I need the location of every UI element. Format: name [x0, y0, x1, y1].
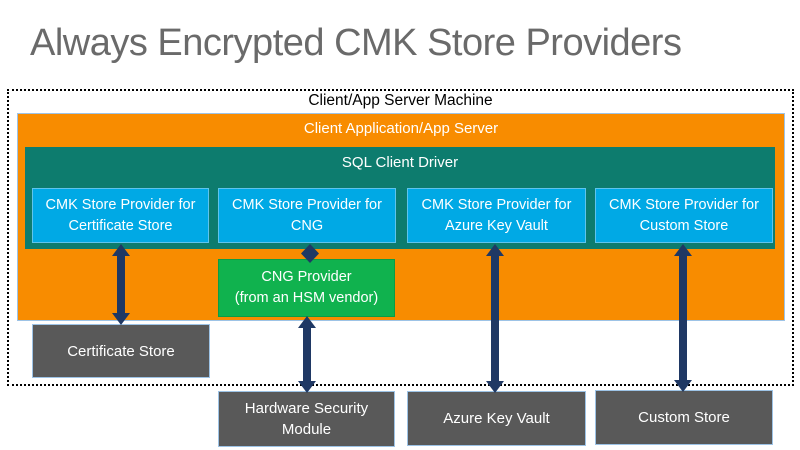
- client-app-server-label: Client Application/App Server: [303, 120, 499, 137]
- cmk-provider-custom-store-label: CMK Store Provider for Custom Store: [609, 196, 759, 234]
- page-title: Always Encrypted CMK Store Providers: [30, 22, 682, 64]
- sql-client-driver-box: SQL Client Driver CMK Store Provider for…: [25, 147, 775, 249]
- azure-key-vault-label: Azure Key Vault: [443, 410, 550, 427]
- cng-provider-box: CNG Provider (from an HSM vendor): [218, 259, 395, 317]
- double-arrow-hsm: [298, 316, 316, 393]
- certificate-store-label: Certificate Store: [67, 342, 175, 360]
- machine-boundary: Client/App Server Machine Client Applica…: [7, 89, 794, 386]
- cmk-provider-cng-box: CMK Store Provider for CNG: [218, 188, 396, 243]
- hardware-security-module-label: Hardware Security Module: [244, 400, 369, 438]
- cmk-provider-certificate-store-label: CMK Store Provider for Certificate Store: [45, 196, 196, 234]
- cmk-provider-azure-key-vault-box: CMK Store Provider for Azure Key Vault: [407, 188, 586, 243]
- sql-client-driver-label: SQL Client Driver: [341, 154, 459, 171]
- cmk-provider-cng-label: CMK Store Provider for CNG: [232, 196, 382, 234]
- cmk-provider-azure-key-vault-label: CMK Store Provider for Azure Key Vault: [421, 196, 572, 234]
- custom-store-box: Custom Store: [595, 390, 773, 445]
- custom-store-label: Custom Store: [638, 409, 730, 426]
- double-arrow-cng-provider: [301, 244, 319, 263]
- cng-provider-label: CNG Provider (from an HSM vendor): [234, 269, 379, 306]
- certificate-store-box: Certificate Store: [32, 324, 210, 378]
- machine-label: Client/App Server Machine: [308, 92, 493, 109]
- double-arrow-certificate-store: [112, 244, 130, 325]
- client-app-server-box: Client Application/App Server SQL Client…: [17, 113, 785, 321]
- double-arrow-custom-store: [674, 244, 692, 392]
- cmk-provider-custom-store-box: CMK Store Provider for Custom Store: [595, 188, 773, 243]
- cmk-provider-certificate-store-box: CMK Store Provider for Certificate Store: [32, 188, 209, 243]
- hardware-security-module-box: Hardware Security Module: [218, 391, 395, 447]
- double-arrow-azure-key-vault: [486, 244, 504, 393]
- azure-key-vault-box: Azure Key Vault: [407, 391, 586, 446]
